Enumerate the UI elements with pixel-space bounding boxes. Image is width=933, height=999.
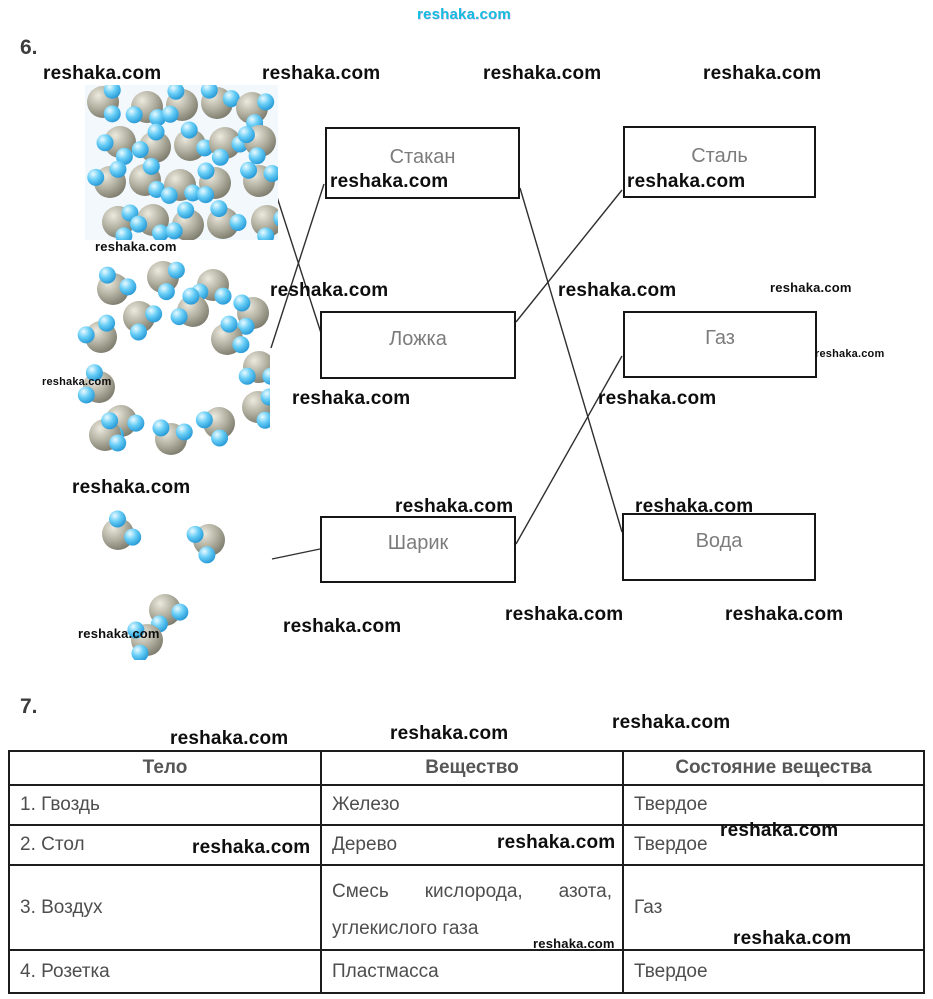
- table-cell: Твердое: [622, 949, 925, 994]
- watermark: reshaka.com: [612, 712, 731, 733]
- watermark: reshaka.com: [815, 348, 885, 360]
- watermark: reshaka.com: [270, 280, 389, 301]
- watermark: reshaka.com: [390, 723, 509, 744]
- watermark: reshaka.com: [292, 388, 411, 409]
- molecules-solid-image: [85, 85, 278, 240]
- watermark: reshaka.com: [505, 604, 624, 625]
- watermark: reshaka.com: [42, 376, 112, 388]
- watermark: reshaka.com: [262, 63, 381, 84]
- watermark: reshaka.com: [720, 820, 839, 841]
- table-cell: Твердое: [622, 824, 925, 866]
- watermark: reshaka.com: [598, 388, 717, 409]
- match-box-stakan-label: Стакан: [389, 145, 456, 168]
- watermark: reshaka.com: [533, 936, 615, 951]
- table-cell: Газ: [622, 864, 925, 951]
- watermark: reshaka.com: [558, 280, 677, 301]
- match-box-gaz-label: Газ: [705, 327, 735, 349]
- match-box-lozhka: Ложка: [320, 311, 516, 379]
- table-cell: Твердое: [622, 784, 925, 826]
- watermark: reshaka.com: [283, 616, 402, 637]
- table-cell: Пластмасса: [320, 949, 624, 994]
- watermark: reshaka.com: [417, 6, 511, 23]
- molecules-liquid-image: [77, 261, 270, 455]
- watermark: reshaka.com: [497, 832, 616, 853]
- exercise-7-number: 7.: [20, 695, 38, 718]
- molecules-gas-image: [102, 510, 225, 660]
- match-box-stal: Сталь: [623, 126, 816, 198]
- watermark: reshaka.com: [483, 63, 602, 84]
- match-box-voda: Вода: [622, 513, 816, 581]
- table-cell: 4. Розетка: [8, 949, 322, 994]
- table-header-cell: Состояние вещества: [622, 750, 925, 786]
- match-box-sharik: Шарик: [320, 516, 516, 583]
- watermark: reshaka.com: [330, 171, 449, 192]
- table-cell: 2. Стол: [8, 824, 322, 866]
- watermark: reshaka.com: [395, 496, 514, 517]
- watermark: reshaka.com: [192, 837, 311, 858]
- watermark: reshaka.com: [703, 63, 822, 84]
- match-box-stal-label: Сталь: [691, 144, 748, 167]
- watermark: reshaka.com: [627, 171, 746, 192]
- watermark: reshaka.com: [770, 280, 852, 295]
- table-header-cell: Вещество: [320, 750, 624, 786]
- match-box-gaz: Газ: [623, 311, 817, 378]
- match-box-sharik-label: Шарик: [387, 532, 449, 554]
- watermark: reshaka.com: [733, 928, 852, 949]
- table-cell: Дерево: [320, 824, 624, 866]
- watermark: reshaka.com: [78, 626, 160, 641]
- match-box-lozhka-label: Ложка: [389, 327, 447, 350]
- table-cell: Железо: [320, 784, 624, 826]
- watermark: reshaka.com: [95, 239, 177, 254]
- exercise-6-number: 6.: [20, 36, 38, 59]
- table-cell: 1. Гвоздь: [8, 784, 322, 826]
- watermark: reshaka.com: [43, 63, 162, 84]
- watermark: reshaka.com: [170, 728, 289, 749]
- match-box-voda-label: Вода: [695, 529, 743, 552]
- watermark: reshaka.com: [635, 496, 754, 517]
- table-cell: 3. Воздух: [8, 864, 322, 951]
- watermark: reshaka.com: [725, 604, 844, 625]
- table-cell: Смесь кислорода, азота, углекислого газа: [320, 864, 624, 951]
- table-header-cell: Тело: [8, 750, 322, 786]
- match-box-stakan: Стакан: [325, 127, 520, 199]
- watermark: reshaka.com: [72, 477, 191, 498]
